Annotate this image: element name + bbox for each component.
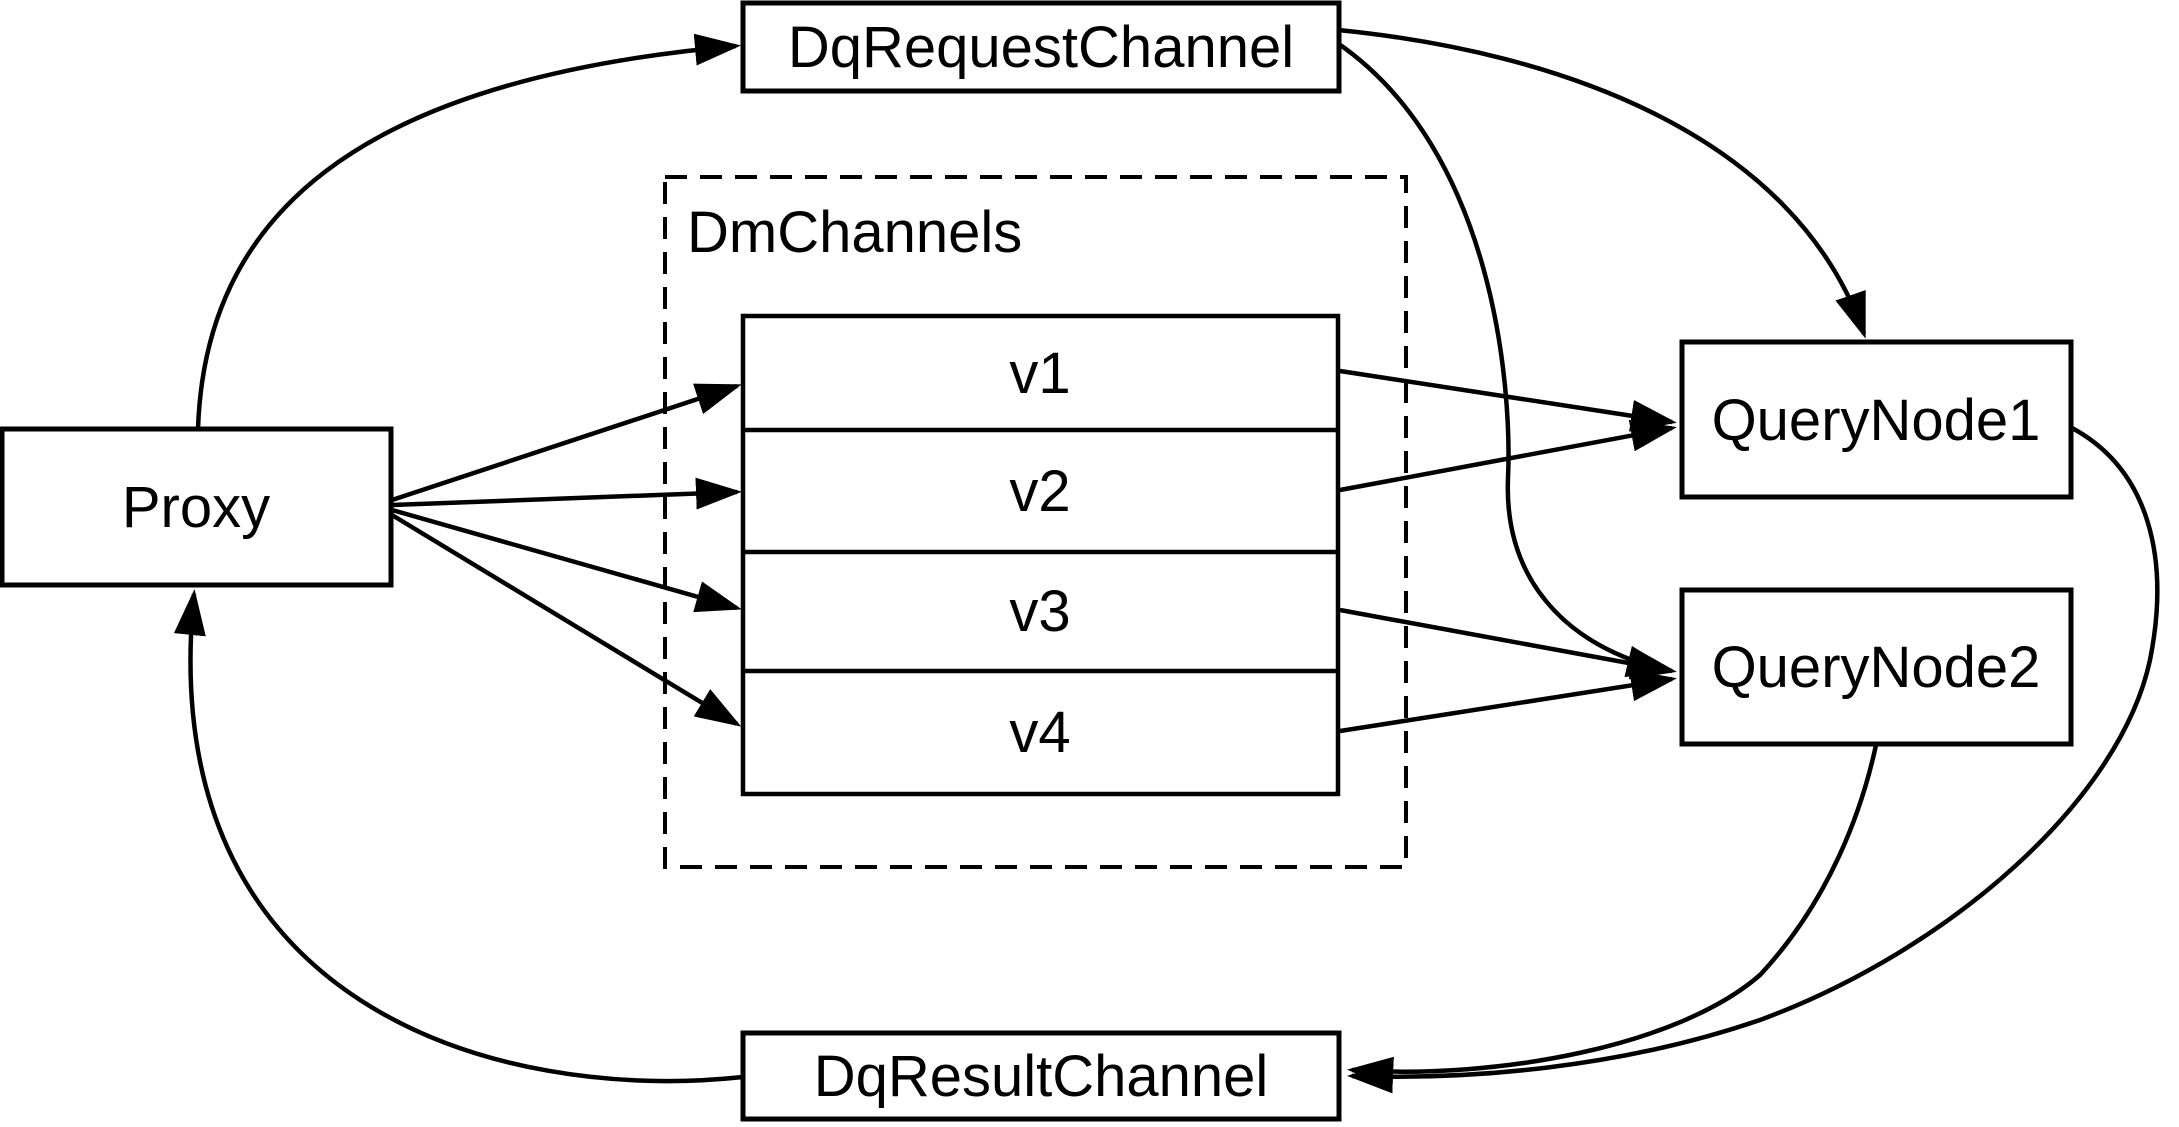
edge-proxy-to-v2 (391, 477, 742, 510)
channel-row-v1: v1 (1009, 341, 1070, 406)
channel-row-v4: v4 (1009, 700, 1070, 765)
edges (173, 27, 2160, 1094)
edge-v2-to-querynode1 (1339, 419, 1677, 493)
edge-proxy-to-v3 (391, 507, 742, 613)
dm-channels-group-box (663, 175, 1408, 869)
edge-querynode2-to-dqresultchannel (1347, 744, 1879, 1089)
edge-proxy-to-dqrequestchannel (195, 33, 741, 430)
edge-v4-to-querynode2 (1339, 669, 1677, 734)
edge-dqrequestchannel-to-querynode2 (1334, 40, 1673, 677)
channel-row-v2: v2 (1009, 459, 1070, 524)
edge-querynode1-to-dqresultchannel (1347, 426, 2160, 1094)
dm-channels-group-label: DmChannels (687, 200, 1022, 265)
edge-proxy-to-v1 (391, 383, 742, 503)
query-node2-label: QueryNode2 (1712, 635, 2041, 700)
edge-dqresultchannel-to-proxy (173, 589, 744, 1084)
node-query-node1: QueryNode1 (1679, 339, 2074, 500)
dq-result-channel-box (740, 1030, 1342, 1122)
query-node1-box (1679, 339, 2074, 500)
edge-v1-to-querynode1 (1339, 368, 1677, 432)
proxy-box (0, 426, 394, 588)
node-query-node2: QueryNode2 (1679, 587, 2074, 747)
dq-request-channel-box (740, 0, 1342, 94)
edge-dqrequestchannel-to-querynode1 (1337, 27, 1867, 339)
query-node2-box (1679, 587, 2074, 747)
node-dq-result-channel: DqResultChannel (740, 1030, 1342, 1122)
edge-proxy-to-v4 (390, 513, 742, 727)
dq-result-channel-label: DqResultChannel (814, 1044, 1269, 1109)
edge-v3-to-querynode2 (1339, 607, 1677, 680)
node-dq-request-channel: DqRequestChannel (740, 0, 1342, 94)
node-proxy: Proxy (0, 426, 394, 588)
channel-table-box (740, 313, 1341, 797)
dq-request-channel-label: DqRequestChannel (788, 15, 1294, 80)
channel-row-v3: v3 (1009, 579, 1070, 644)
channel-table: v1 v2 v3 v4 (740, 313, 1341, 797)
proxy-label: Proxy (122, 475, 270, 540)
query-node1-label: QueryNode1 (1712, 388, 2041, 453)
